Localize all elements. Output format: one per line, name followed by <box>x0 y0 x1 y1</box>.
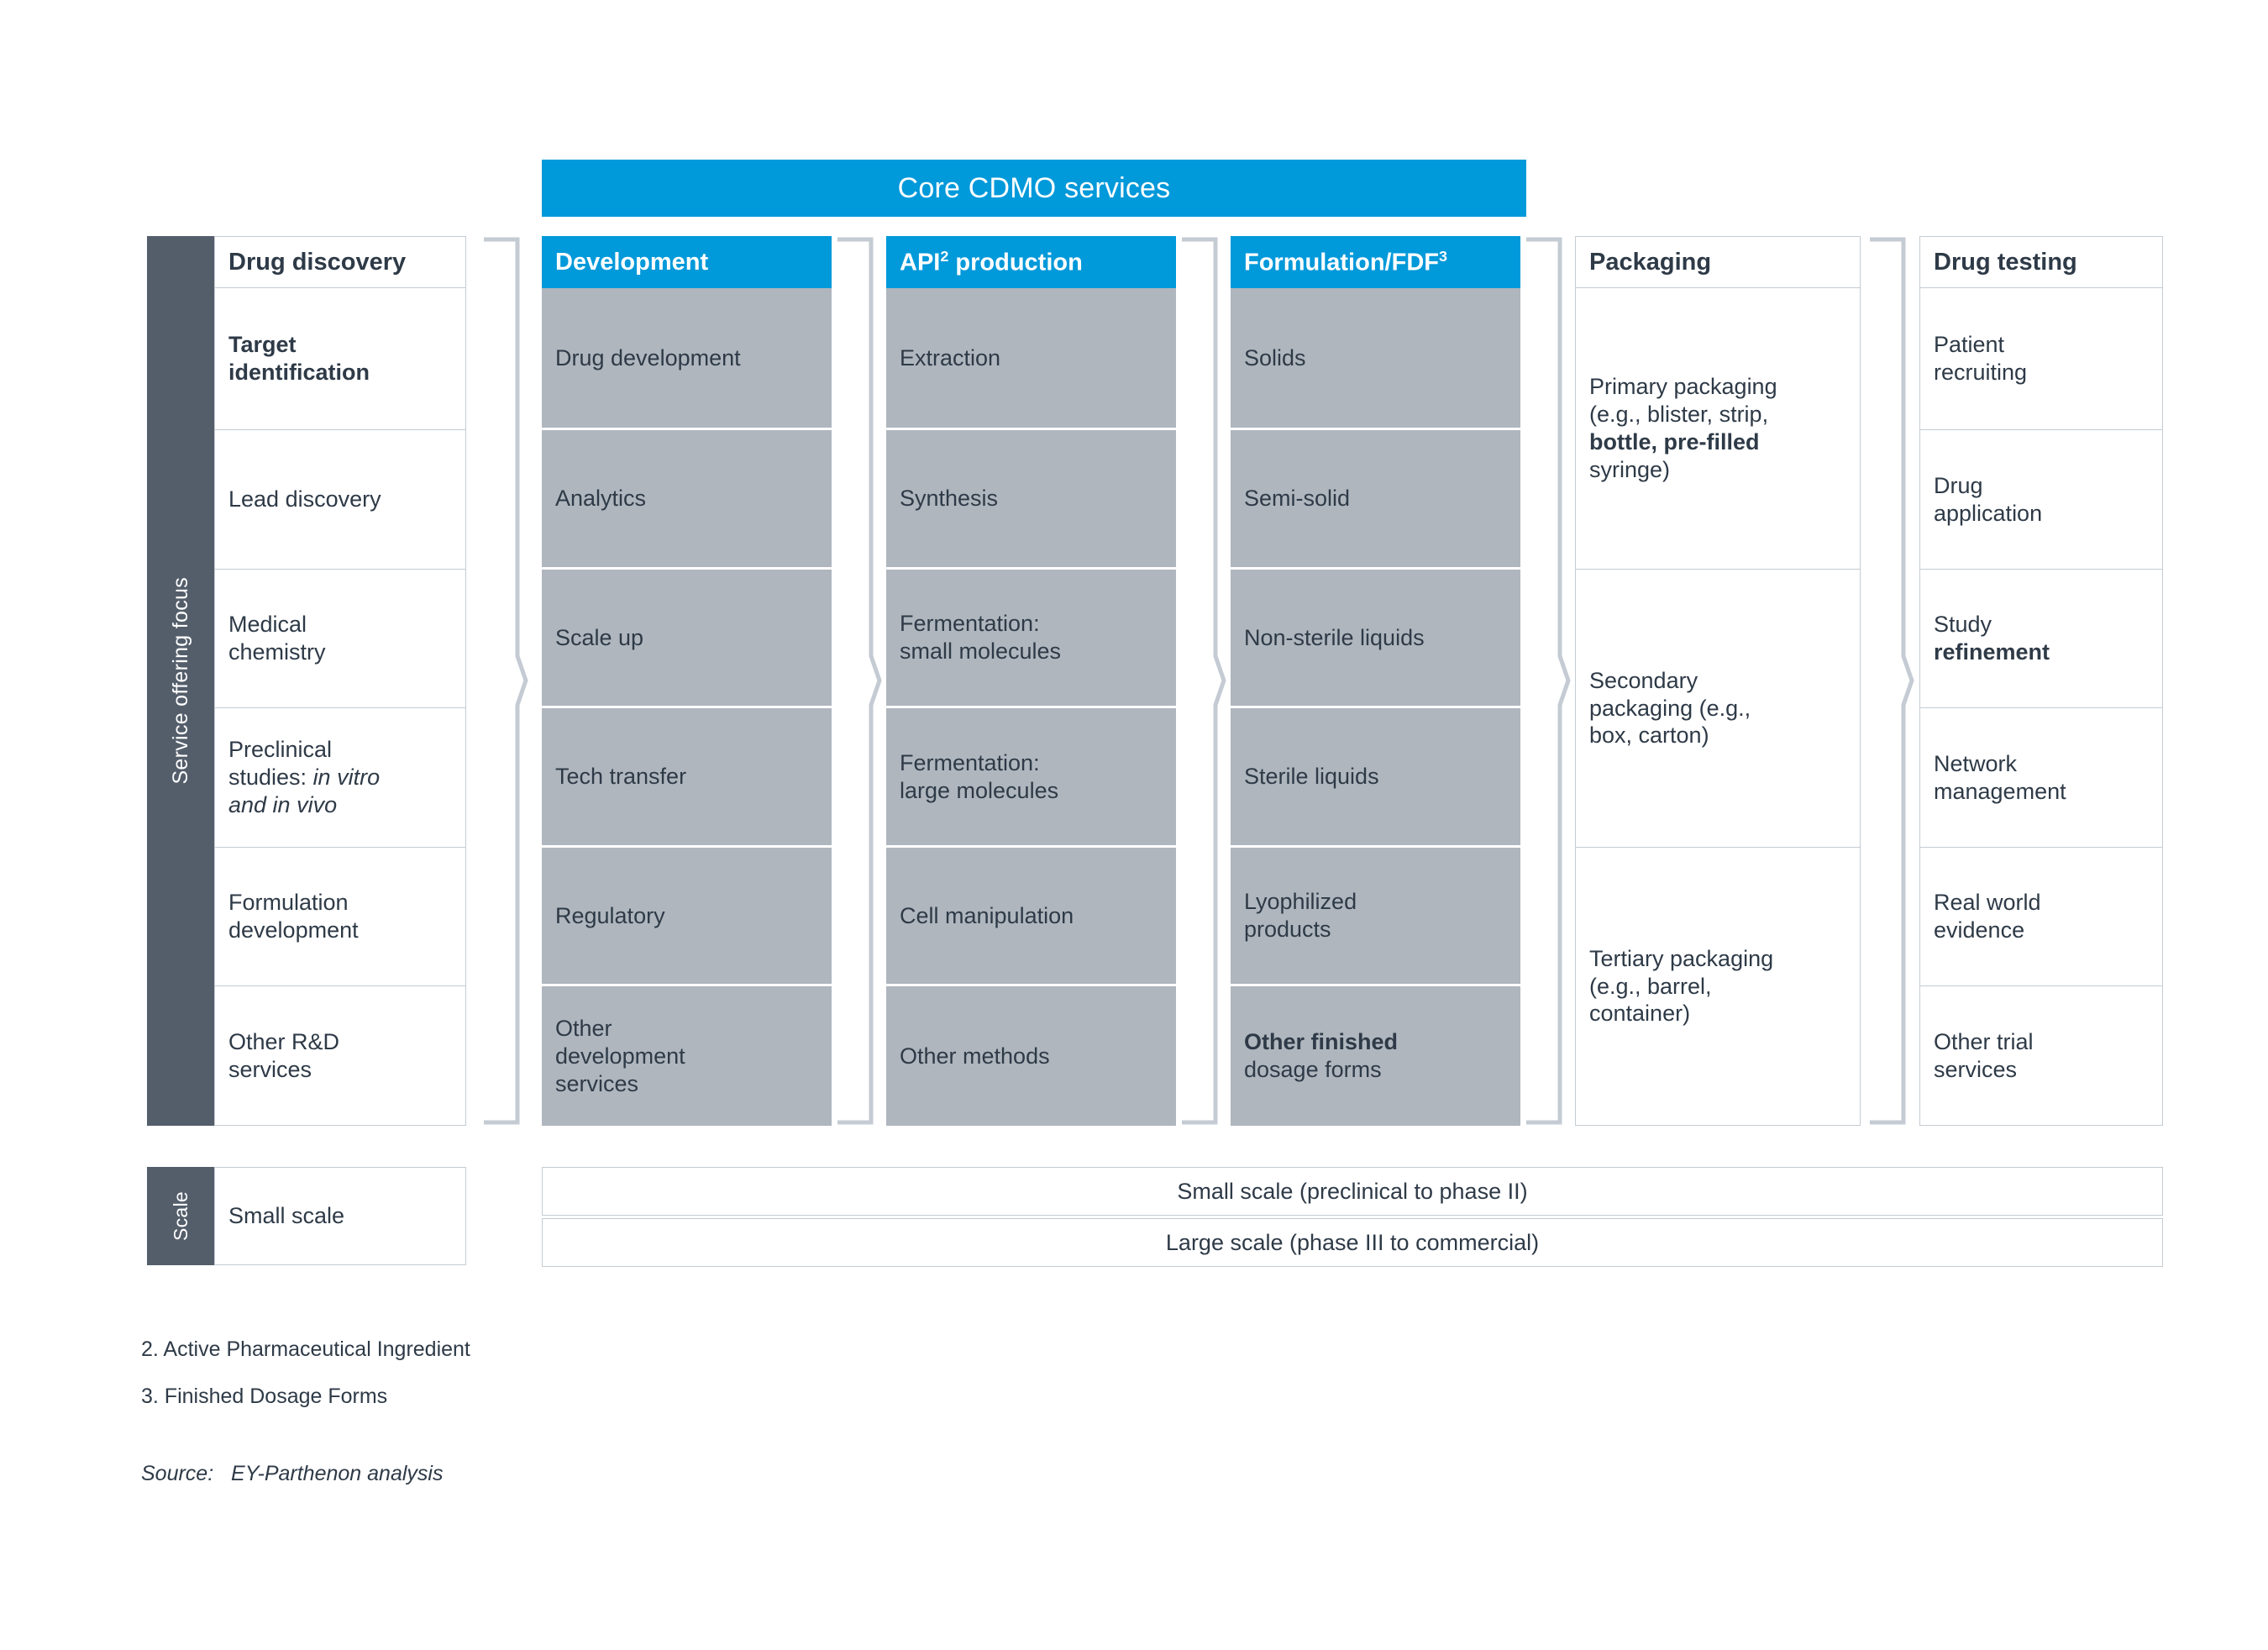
flow-connector-icon <box>1179 236 1227 1126</box>
column-header-development: Development <box>542 236 832 288</box>
column-header-label: Drug discovery <box>228 248 407 276</box>
column-header-label: Packaging <box>1589 248 1712 276</box>
cell-fermentation-small-molecules[interactable]: Fermentation:small molecules <box>886 569 1176 709</box>
cell-analytics[interactable]: Analytics <box>542 430 832 570</box>
column-cells: Extraction Synthesis Fermentation:small … <box>886 288 1176 1126</box>
column-cells: Solids Semi-solid Non-sterile liquids St… <box>1231 288 1520 1126</box>
column-header-label: API2 production <box>900 247 1083 276</box>
cell-synthesis[interactable]: Synthesis <box>886 430 1176 570</box>
column-header-drug-testing: Drug testing <box>1919 236 2163 288</box>
scale-label: Scale <box>169 1190 192 1242</box>
footnote-2: 2. Active Pharmaceutical Ingredient <box>141 1337 470 1361</box>
core-cdmo-services-banner: Core CDMO services <box>542 160 1526 217</box>
column-api-production: API2 production Extraction Synthesis Fer… <box>886 236 1176 1126</box>
service-offering-focus-label: Service offering focus <box>168 577 192 785</box>
scale-bar-small[interactable]: Small scale (preclinical to phase II) <box>542 1167 2163 1216</box>
scale-small-scale-label: Small scale <box>228 1203 345 1228</box>
service-offering-focus-rail: Service offering focus <box>147 236 214 1126</box>
flow-connector-icon <box>1523 236 1572 1126</box>
cell-scale-up[interactable]: Scale up <box>542 569 832 709</box>
scale-bar-large-label: Large scale (phase III to commercial) <box>1165 1229 1540 1255</box>
cell-regulatory[interactable]: Regulatory <box>542 847 832 987</box>
core-cdmo-services-title: Core CDMO services <box>897 171 1171 204</box>
column-header-drug-discovery: Drug discovery <box>214 236 466 288</box>
column-header-api-production: API2 production <box>886 236 1176 288</box>
cell-non-sterile-liquids[interactable]: Non-sterile liquids <box>1231 569 1520 709</box>
column-header-packaging: Packaging <box>1575 236 1861 288</box>
flow-connector-icon <box>834 236 883 1126</box>
cell-solids[interactable]: Solids <box>1231 288 1520 431</box>
cell-semi-solid[interactable]: Semi-solid <box>1231 430 1520 570</box>
column-header-label: Development <box>555 248 709 276</box>
cell-lead-discovery[interactable]: Lead discovery <box>214 430 466 570</box>
scale-small-scale-box[interactable]: Small scale <box>214 1167 466 1265</box>
scale-rail: Scale <box>147 1167 214 1265</box>
scale-bar-large[interactable]: Large scale (phase III to commercial) <box>542 1218 2163 1267</box>
column-cells: Primary packaging(e.g., blister, strip,b… <box>1575 288 1861 1126</box>
cell-sterile-liquids[interactable]: Sterile liquids <box>1231 708 1520 848</box>
cell-tech-transfer[interactable]: Tech transfer <box>542 708 832 848</box>
column-header-formulation-fdf: Formulation/FDF3 <box>1231 236 1520 288</box>
column-development: Development Drug development Analytics S… <box>542 236 832 1126</box>
scale-bar-small-label: Small scale (preclinical to phase II) <box>1177 1178 1528 1204</box>
cell-extraction[interactable]: Extraction <box>886 288 1176 431</box>
cell-cell-manipulation[interactable]: Cell manipulation <box>886 847 1176 987</box>
source-label: Source: <box>141 1462 214 1485</box>
cell-drug-development[interactable]: Drug development <box>542 288 832 431</box>
cell-other-methods[interactable]: Other methods <box>886 986 1176 1126</box>
cell-fermentation-large-molecules[interactable]: Fermentation:large molecules <box>886 708 1176 848</box>
source-line: Source: EY-Parthenon analysis <box>141 1462 443 1486</box>
column-header-label: Formulation/FDF3 <box>1244 247 1447 276</box>
column-packaging: Packaging Primary packaging(e.g., bliste… <box>1575 236 1861 1126</box>
flow-connector-icon <box>1866 236 1915 1126</box>
column-cells: Drug development Analytics Scale up Tech… <box>542 288 832 1126</box>
column-header-label: Drug testing <box>1934 248 2077 276</box>
cell-primary-packaging[interactable]: Primary packaging(e.g., blister, strip,b… <box>1575 288 1861 570</box>
cell-tertiary-packaging[interactable]: Tertiary packaging(e.g., barrel,containe… <box>1575 847 1861 1126</box>
source-text: EY-Parthenon analysis <box>231 1462 444 1485</box>
flow-connector-icon <box>480 236 529 1126</box>
footnote-3: 3. Finished Dosage Forms <box>141 1385 388 1408</box>
column-formulation-fdf: Formulation/FDF3 Solids Semi-solid Non-s… <box>1231 236 1520 1126</box>
